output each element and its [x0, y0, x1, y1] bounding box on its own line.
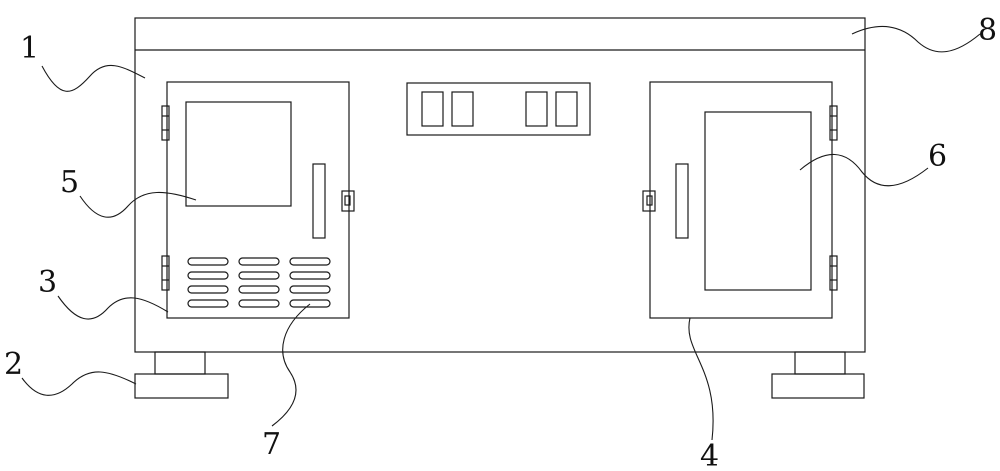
label-1: 1: [20, 31, 39, 66]
leader-8: [851, 25, 981, 53]
leader-4: [688, 317, 714, 441]
label-3: 3: [38, 265, 57, 300]
leader-3: [57, 295, 169, 320]
indicator-4: [555, 91, 578, 127]
right-foot: [771, 351, 865, 399]
left-window: [185, 101, 292, 207]
indicator-3: [525, 91, 548, 127]
right-door-handle: [675, 163, 689, 239]
label-6: 6: [928, 139, 947, 174]
right-door-hinge-bottom: [829, 255, 838, 291]
cabinet-body: [134, 17, 866, 353]
label-8: 8: [978, 13, 997, 48]
leader-lines: [21, 25, 981, 441]
left-door-lock: [341, 190, 355, 212]
left-door-handle: [312, 163, 326, 239]
leader-6: [799, 153, 929, 187]
indicator-2: [451, 91, 474, 127]
left-door-hinge-bottom: [161, 255, 170, 291]
left-door-hinge-top: [161, 105, 170, 141]
vent-slots: [187, 257, 331, 308]
label-2: 2: [4, 347, 23, 382]
leader-5: [79, 191, 197, 218]
leader-1: [41, 64, 146, 92]
control-panel: [406, 82, 591, 136]
indicator-1: [421, 91, 444, 127]
leader-7: [271, 303, 311, 427]
leader-2: [21, 371, 137, 396]
label-7: 7: [262, 427, 281, 462]
left-foot: [134, 351, 229, 399]
label-4: 4: [700, 439, 719, 471]
right-door: [642, 81, 838, 319]
left-door: [161, 81, 355, 319]
right-door-lock: [642, 190, 656, 212]
reference-labels: 1 2 3 4 5 6 7 8: [4, 13, 997, 471]
right-door-hinge-top: [829, 105, 838, 141]
right-window: [704, 111, 812, 291]
label-5: 5: [60, 165, 79, 200]
